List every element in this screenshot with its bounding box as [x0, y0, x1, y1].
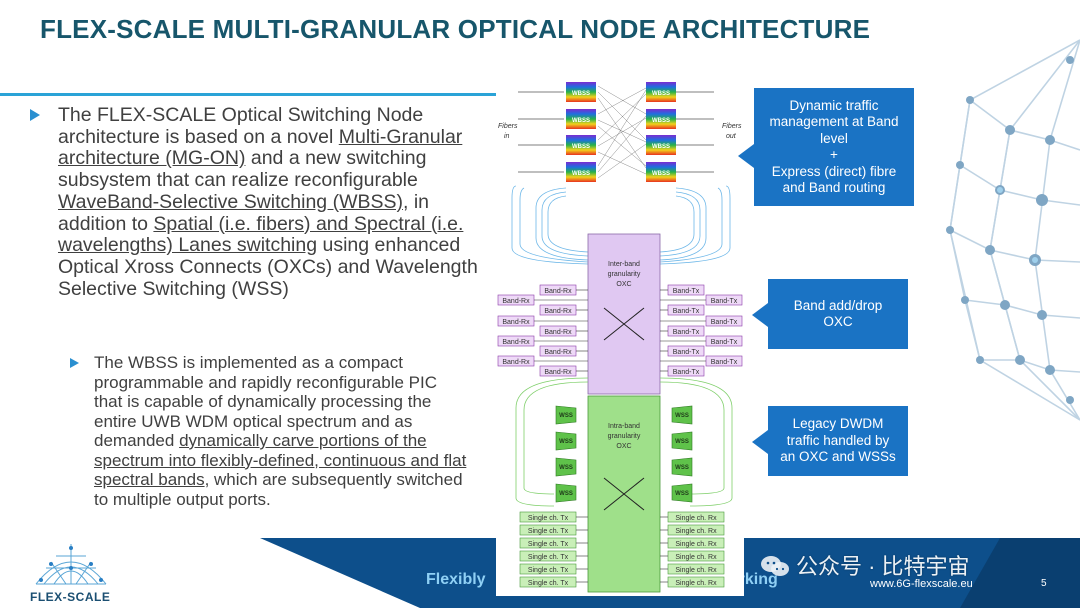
svg-text:granularity: granularity: [608, 271, 641, 278]
main-bullet-link-lanes: Spatial (i.e. fibers) and Spectral (i.e.…: [58, 212, 464, 257]
svg-text:Band-Tx: Band-Tx: [673, 288, 700, 295]
svg-text:Single ch. Tx: Single ch. Tx: [528, 580, 569, 587]
footer-url[interactable]: www.6G-flexscale.eu: [870, 578, 973, 590]
svg-text:Single ch. Tx: Single ch. Tx: [528, 515, 569, 522]
node-architecture-diagram: WBSS WBSS WBSS WBSS WBSS WBSS WBSS WBSS Fibe…: [496, 78, 744, 596]
svg-text:Band-Rx: Band-Rx: [544, 349, 572, 356]
page-number: 5: [1041, 578, 1047, 589]
wbss-left-stack: [566, 82, 596, 182]
svg-text:Single ch. Tx: Single ch. Tx: [528, 528, 569, 535]
svg-text:WSS: WSS: [559, 465, 573, 471]
sub-bullet: The WBSS is implemented as a compact pro…: [70, 353, 470, 509]
svg-text:Single ch. Rx: Single ch. Rx: [675, 567, 717, 574]
main-bullet-seg-4: using enhanced Optical Xross Connects (O…: [58, 234, 478, 300]
svg-text:WSS: WSS: [675, 413, 689, 419]
sub-bullet-text: The WBSS is implemented as a compact pro…: [94, 353, 470, 509]
main-bullet-link-mgon: Multi-Granular architecture (MG-ON): [58, 125, 463, 170]
globe-wireframe-graphic: [946, 39, 1080, 421]
callout-text: Dynamic traffic management at Band level…: [769, 97, 899, 196]
callout-legacy-dwdm: Legacy DWDM traffic handled by an OXC an…: [752, 406, 908, 476]
main-bullet-text: The FLEX-SCALE Optical Switching Node ar…: [58, 104, 480, 300]
svg-text:WBSS: WBSS: [572, 118, 590, 124]
svg-text:WBSS: WBSS: [572, 144, 590, 150]
svg-text:WBSS: WBSS: [652, 144, 670, 150]
svg-text:WBSS: WBSS: [652, 91, 670, 97]
svg-text:Single ch. Rx: Single ch. Rx: [675, 515, 717, 522]
svg-text:WBSS: WBSS: [652, 171, 670, 177]
wbss-right-stack: [646, 82, 676, 182]
svg-text:Band-Tx: Band-Tx: [711, 359, 738, 366]
svg-text:Band-Tx: Band-Tx: [673, 369, 700, 376]
svg-text:Band-Tx: Band-Tx: [673, 308, 700, 315]
svg-text:Single ch. Rx: Single ch. Rx: [675, 554, 717, 561]
callout-pointer-icon: [738, 144, 754, 168]
callout-text: Band add/drop OXC: [793, 297, 883, 330]
svg-text:in: in: [504, 133, 510, 140]
svg-text:Intra-band: Intra-band: [608, 423, 640, 430]
svg-text:granularity: granularity: [608, 433, 641, 440]
svg-text:WSS: WSS: [675, 439, 689, 445]
title-accent-rule: [0, 93, 496, 96]
watermark-text: 公众号 · 比特宇宙: [796, 554, 970, 579]
footer-tagline-left: Flexibly: [426, 571, 486, 588]
sub-bullet-seg-2: , which are subsequently switched to mul…: [94, 470, 463, 509]
svg-text:Band-Tx: Band-Tx: [711, 298, 738, 305]
flex-scale-logo: [35, 544, 107, 585]
svg-text:Band-Tx: Band-Tx: [711, 319, 738, 326]
svg-text:Band-Rx: Band-Rx: [502, 298, 530, 305]
fibers-in-label: Fibers: [498, 123, 518, 130]
bullet-arrow-icon: [70, 358, 79, 368]
callout-pointer-icon: [752, 430, 768, 454]
wechat-icon: [761, 556, 789, 576]
main-bullet: The FLEX-SCALE Optical Switching Node ar…: [30, 104, 480, 300]
slide-title: FLEX-SCALE MULTI-GRANULAR OPTICAL NODE A…: [40, 14, 871, 44]
main-bullet-seg-2: and a new switching subsystem that can r…: [58, 147, 427, 192]
svg-text:WSS: WSS: [675, 491, 689, 497]
svg-text:Band-Tx: Band-Tx: [673, 329, 700, 336]
svg-text:Band-Rx: Band-Rx: [544, 369, 572, 376]
svg-text:Band-Tx: Band-Tx: [673, 349, 700, 356]
callout-band-add-drop: Band add/drop OXC: [752, 279, 908, 349]
svg-text:WSS: WSS: [675, 465, 689, 471]
svg-text:Band-Rx: Band-Rx: [502, 359, 530, 366]
svg-text:Band-Rx: Band-Rx: [544, 329, 572, 336]
svg-text:out: out: [726, 133, 737, 140]
svg-text:Single ch. Rx: Single ch. Rx: [675, 528, 717, 535]
svg-text:Band-Tx: Band-Tx: [711, 339, 738, 346]
svg-text:Band-Rx: Band-Rx: [502, 339, 530, 346]
fibers-out-label: Fibers: [722, 123, 742, 130]
callout-band-level-management: Dynamic traffic management at Band level…: [738, 88, 914, 206]
wechat-watermark: 公众号 · 比特宇宙: [760, 549, 970, 581]
svg-text:Single ch. Tx: Single ch. Tx: [528, 567, 569, 574]
main-bullet-link-wbss: WaveBand-Selective Switching (WBSS): [58, 190, 403, 213]
svg-text:Inter-band: Inter-band: [608, 261, 640, 268]
bullet-arrow-icon: [30, 109, 40, 121]
svg-text:WSS: WSS: [559, 439, 573, 445]
svg-text:WBSS: WBSS: [652, 118, 670, 124]
main-bullet-seg-1: The FLEX-SCALE Optical Switching Node ar…: [58, 104, 424, 148]
logo-wordmark: FLEX-SCALE: [30, 590, 111, 604]
svg-text:WBSS: WBSS: [572, 91, 590, 97]
svg-text:Single ch. Tx: Single ch. Tx: [528, 554, 569, 561]
svg-text:WBSS: WBSS: [572, 171, 590, 177]
sub-bullet-link-carve: dynamically carve portions of the spectr…: [94, 431, 467, 489]
svg-text:WSS: WSS: [559, 491, 573, 497]
svg-text:Band-Rx: Band-Rx: [544, 288, 572, 295]
inter-band-oxc-block: [587, 233, 661, 395]
svg-text:WSS: WSS: [559, 413, 573, 419]
svg-text:Single ch. Rx: Single ch. Rx: [675, 580, 717, 587]
callout-text: Legacy DWDM traffic handled by an OXC an…: [780, 416, 896, 465]
svg-text:OXC: OXC: [616, 281, 631, 288]
svg-text:Single ch. Rx: Single ch. Rx: [675, 541, 717, 548]
callout-pointer-icon: [752, 303, 768, 327]
svg-text:Band-Rx: Band-Rx: [502, 319, 530, 326]
svg-text:OXC: OXC: [616, 443, 631, 450]
svg-text:Single ch. Tx: Single ch. Tx: [528, 541, 569, 548]
main-bullet-seg-3: , in addition to: [58, 190, 429, 235]
sub-bullet-seg-1: The WBSS is implemented as a compact pro…: [94, 353, 438, 450]
svg-text:Band-Rx: Band-Rx: [544, 308, 572, 315]
